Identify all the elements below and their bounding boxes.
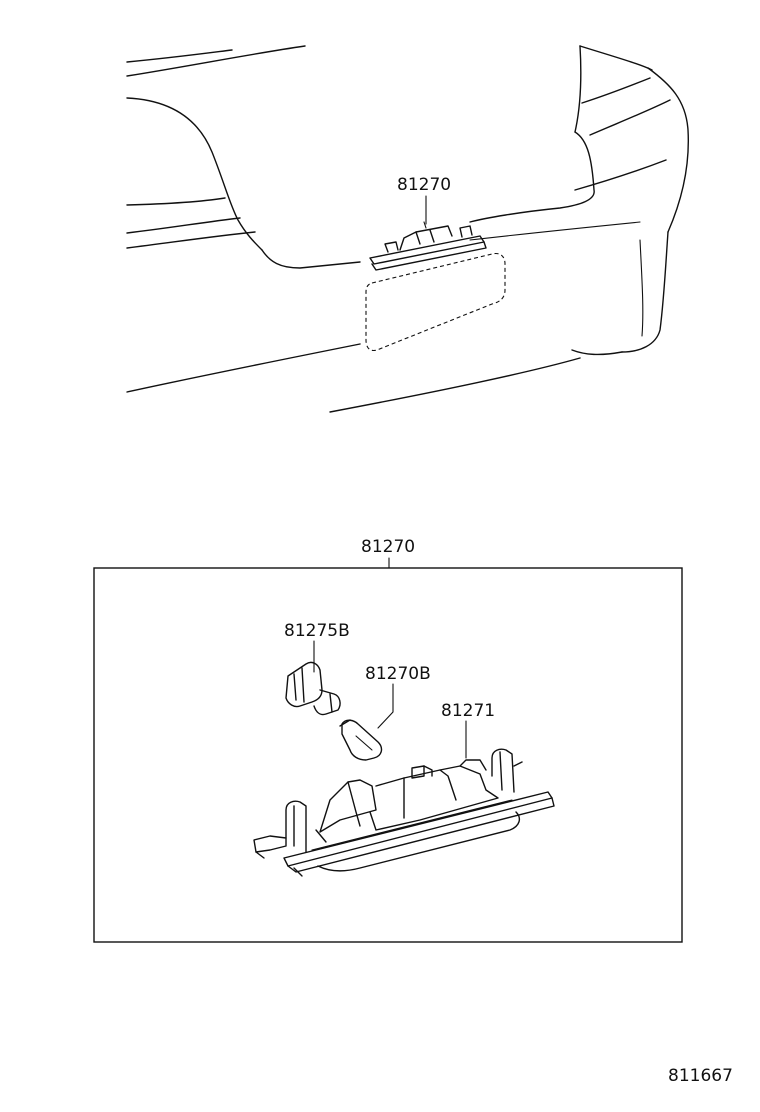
callout-top-assembly: 81270	[397, 175, 451, 195]
callout-bulb: 81270B	[365, 664, 431, 684]
detail-frame	[93, 567, 683, 943]
bulb-socket-part	[285, 661, 341, 716]
callout-socket: 81275B	[284, 621, 350, 641]
callout-housing: 81271	[441, 701, 495, 721]
lamp-housing-part	[253, 748, 555, 877]
vehicle-rear-illustration	[126, 45, 690, 413]
callout-leader-bulb	[377, 683, 394, 729]
installed-license-lamp	[369, 221, 487, 271]
wedge-bulb-part	[339, 719, 383, 761]
callout-detail-assembly: 81270	[361, 537, 415, 557]
diagram-id: 811667	[668, 1066, 733, 1086]
